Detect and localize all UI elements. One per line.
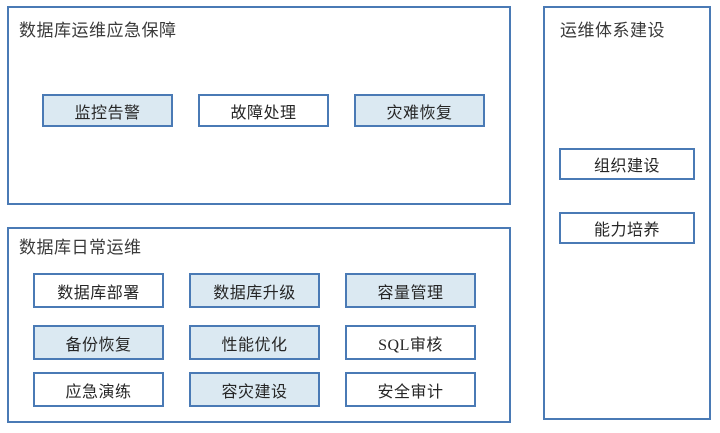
node-monitor-alert-label: 监控告警 (74, 104, 141, 122)
node-emergency-drill[interactable]: 应急演练 (33, 372, 164, 407)
node-capacity-management-label: 容量管理 (377, 284, 444, 302)
node-capacity-management[interactable]: 容量管理 (345, 273, 476, 308)
node-db-upgrade-label: 数据库升级 (213, 284, 296, 302)
node-security-audit-label: 安全审计 (377, 383, 444, 401)
node-disaster-tolerance-construction-label: 容灾建设 (221, 383, 288, 401)
node-db-deployment-label: 数据库部署 (57, 284, 140, 302)
node-capability-training-label: 能力培养 (593, 222, 660, 239)
node-fault-handling-label: 故障处理 (230, 104, 297, 122)
node-db-deployment[interactable]: 数据库部署 (33, 273, 164, 308)
node-backup-recovery[interactable]: 备份恢复 (33, 325, 164, 360)
panel-emergency-support: 数据库运维应急保障 监控告警 故障处理 灾难恢复 (7, 6, 511, 205)
node-backup-recovery-label: 备份恢复 (65, 336, 132, 354)
node-db-upgrade[interactable]: 数据库升级 (189, 273, 320, 308)
panel-emergency-support-title: 数据库运维应急保障 (19, 21, 177, 40)
node-performance-optimization-label: 性能优化 (221, 336, 288, 354)
node-organization-building-label: 组织建设 (593, 158, 660, 175)
panel-daily-operations-title: 数据库日常运维 (19, 238, 142, 257)
panel-system-construction-title: 运维体系建设 (560, 21, 665, 40)
node-disaster-recovery-label: 灾难恢复 (386, 104, 453, 122)
node-disaster-tolerance-construction[interactable]: 容灾建设 (189, 372, 320, 407)
node-sql-audit[interactable]: SQL审核 (345, 325, 476, 360)
node-security-audit[interactable]: 安全审计 (345, 372, 476, 407)
node-fault-handling[interactable]: 故障处理 (198, 94, 329, 127)
node-sql-audit-label: SQL审核 (378, 336, 443, 354)
node-performance-optimization[interactable]: 性能优化 (189, 325, 320, 360)
node-emergency-drill-label: 应急演练 (65, 383, 132, 401)
node-organization-building[interactable]: 组织建设 (559, 148, 695, 180)
node-capability-training[interactable]: 能力培养 (559, 212, 695, 244)
node-disaster-recovery[interactable]: 灾难恢复 (354, 94, 485, 127)
node-monitor-alert[interactable]: 监控告警 (42, 94, 173, 127)
